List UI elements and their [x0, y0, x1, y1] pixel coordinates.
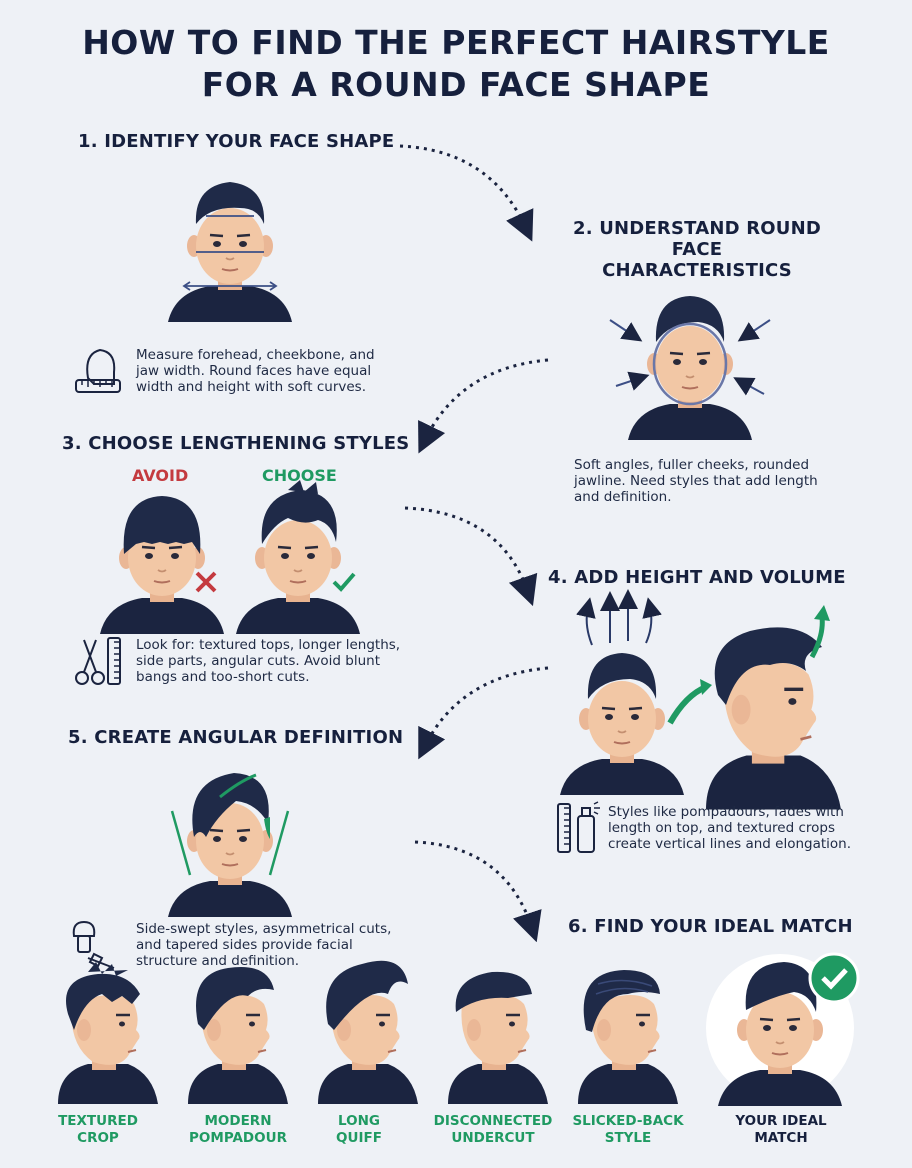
- step-6-heading: 6. FIND YOUR IDEAL MATCH: [568, 916, 853, 937]
- step-5-heading: 5. CREATE ANGULAR DEFINITION: [68, 727, 404, 748]
- step-2-heading: 2. UNDERSTAND ROUND FACE CHARACTERISTICS: [572, 218, 822, 281]
- step-4-illustration: [558, 589, 843, 812]
- disconnected-undercut-illustration: [446, 971, 550, 1106]
- step-1-heading: 1. IDENTIFY YOUR FACE SHAPE: [78, 131, 395, 152]
- style-label-disconnected-undercut: DISCONNECTED UNDERCUT: [433, 1113, 553, 1146]
- arrow-1-to-2: [399, 144, 534, 242]
- arrow-2-to-3: [418, 358, 549, 454]
- shaving-brush-razor-icon: [72, 920, 115, 969]
- step-1-illustration: [166, 182, 294, 324]
- step-5-illustration: [166, 773, 294, 919]
- style-label-long-quiff: LONG QUIFF: [336, 1113, 382, 1146]
- step-3-heading: 3. CHOOSE LENGTHENING STYLES: [62, 433, 410, 454]
- step-1-description: Measure forehead, cheekbone, and jaw wid…: [136, 347, 375, 395]
- style-label-textured-crop: TEXTURED CROP: [58, 1113, 138, 1146]
- ideal-match-illustration: [706, 952, 860, 1108]
- check-icon: [808, 952, 860, 1004]
- step-4-heading: 4. ADD HEIGHT AND VOLUME: [548, 567, 846, 588]
- step-3-description: Look for: textured tops, longer lengths,…: [136, 637, 401, 685]
- step-2-description: Soft angles, fuller cheeks, rounded jawl…: [574, 457, 818, 505]
- textured-crop-illustration: [56, 962, 160, 1106]
- scissors-comb-icon: [75, 637, 121, 685]
- arrow-5-to-6: [414, 840, 542, 943]
- choose-label: CHOOSE: [262, 466, 337, 485]
- page-title: HOW TO FIND THE PERFECT HAIRSTYLE FOR A …: [0, 22, 912, 106]
- arrow-3-to-4: [404, 506, 538, 607]
- check-icon: [332, 572, 356, 592]
- long-quiff-illustration: [316, 960, 420, 1106]
- style-label-ideal-match: YOUR IDEAL MATCH: [735, 1113, 827, 1146]
- modern-pompadour-illustration: [186, 966, 290, 1106]
- step-2-illustration: [609, 296, 771, 442]
- comb-spray-icon: [557, 801, 600, 853]
- title-line-1: HOW TO FIND THE PERFECT HAIRSTYLE: [82, 23, 830, 62]
- step-5-description: Side-swept styles, asymmetrical cuts, an…: [136, 921, 392, 969]
- avoid-head-illustration: [98, 496, 226, 636]
- style-label-modern-pompadour: MODERN POMPADOUR: [189, 1113, 287, 1146]
- arrow-4-to-5: [418, 666, 549, 760]
- choose-head-illustration: [234, 480, 362, 636]
- slicked-back-illustration: [576, 970, 680, 1106]
- hairstyle-gallery: [56, 952, 860, 1108]
- cross-icon: [195, 571, 217, 593]
- head-measure-icon: [75, 348, 121, 393]
- style-label-slicked-back: SLICKED-BACK STYLE: [572, 1113, 684, 1146]
- avoid-label: AVOID: [132, 466, 189, 485]
- step-4-description: Styles like pompadours, fades with lengt…: [608, 804, 852, 852]
- title-line-2: FOR A ROUND FACE SHAPE: [201, 65, 711, 104]
